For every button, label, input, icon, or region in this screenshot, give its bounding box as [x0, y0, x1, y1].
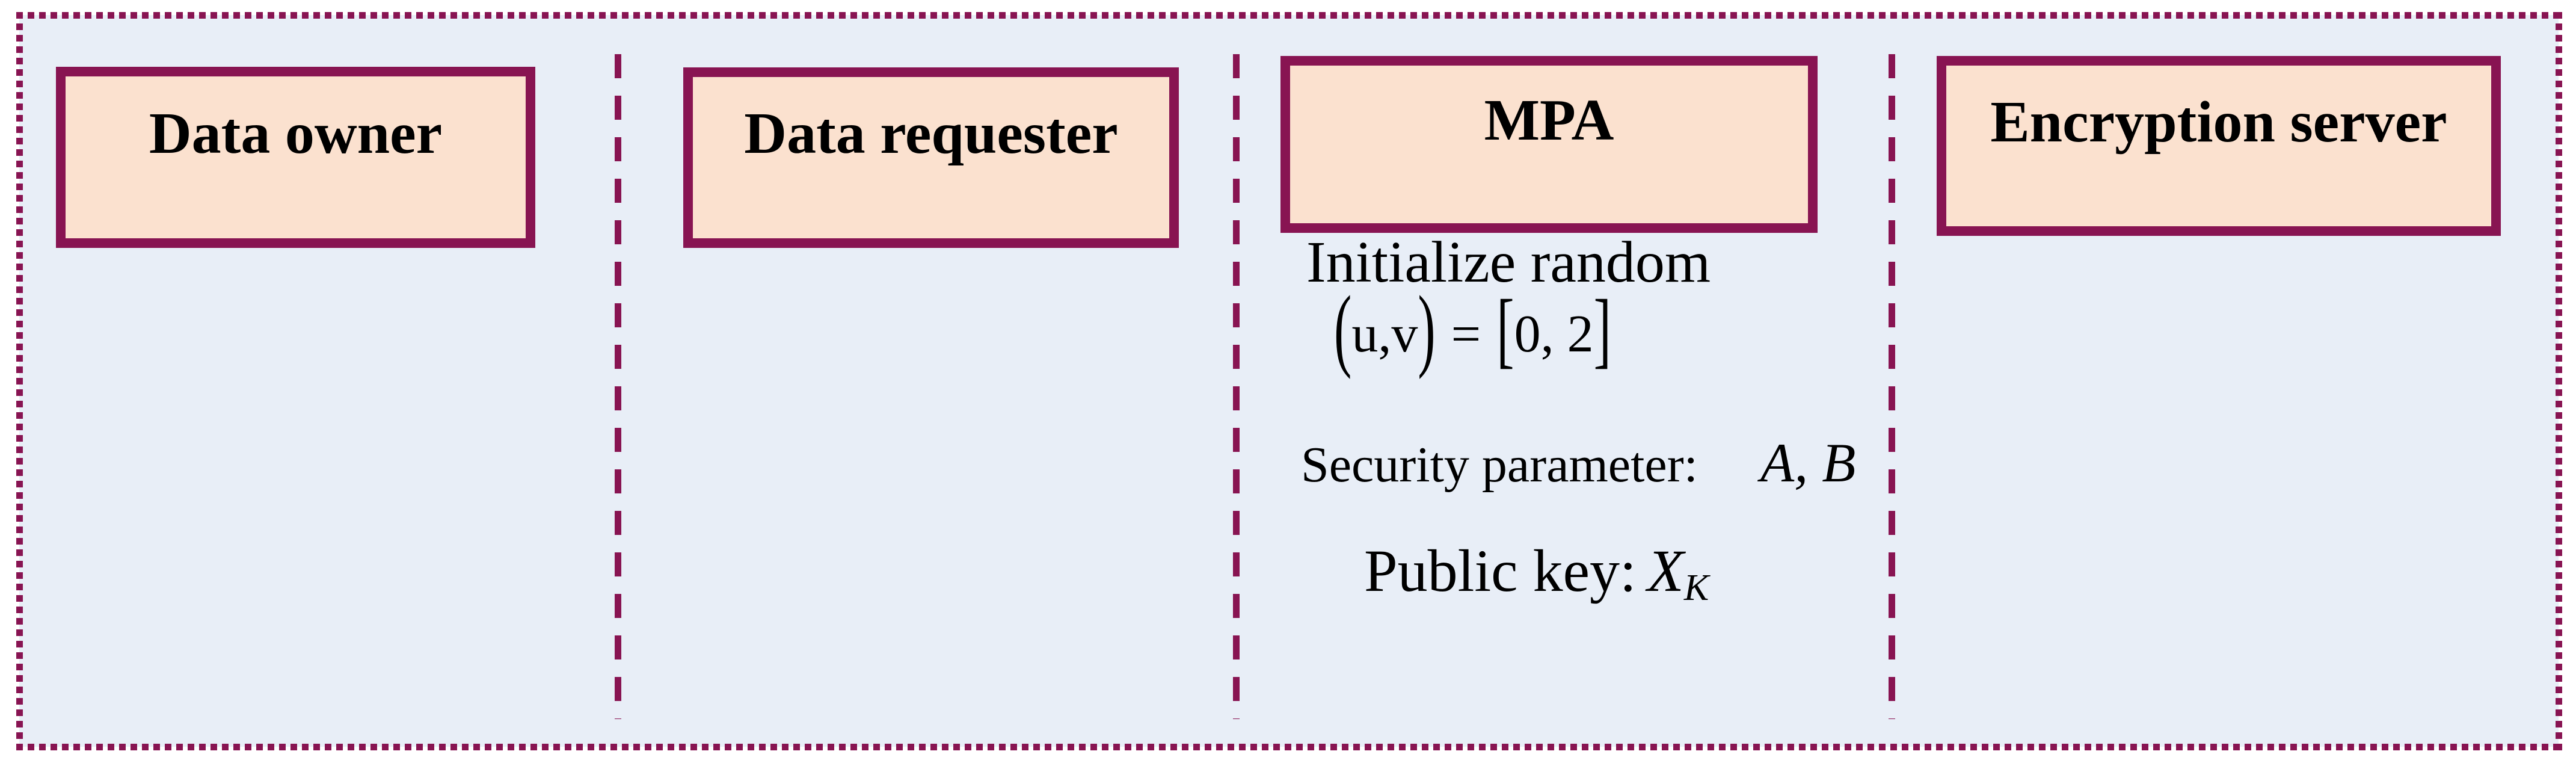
range-values: 0, 2	[1514, 305, 1594, 363]
right-paren: )	[1418, 278, 1436, 381]
actor-label-data-owner: Data owner	[149, 100, 443, 166]
left-bracket: [	[1496, 283, 1514, 377]
dotted-border-bottom	[16, 744, 2562, 750]
right-bracket: ]	[1593, 283, 1611, 377]
actor-box-data-owner: Data owner	[56, 67, 535, 248]
dotted-border-left	[16, 12, 23, 750]
dotted-border-top	[16, 12, 2562, 19]
uv-pair: u,v	[1351, 305, 1418, 363]
mpa-note-public-key: Public key:XK	[1364, 541, 1709, 607]
mpa-note-initialize-random: Initialize random	[1306, 233, 1711, 292]
mpa-note-security-parameter: Security parameter: A, B	[1301, 435, 1855, 490]
left-paren: (	[1334, 278, 1352, 381]
equals-sign: =	[1451, 305, 1481, 363]
actor-label-mpa: MPA	[1484, 88, 1614, 153]
actor-box-mpa: MPA	[1280, 56, 1818, 233]
actor-label-data-requester: Data requester	[744, 101, 1118, 166]
lane-divider-mpa-server	[1889, 54, 1895, 719]
public-key-label: Public key:	[1364, 537, 1637, 604]
lane-divider-owner-requester	[615, 54, 621, 719]
dotted-border-right	[2556, 12, 2562, 750]
security-parameter-value: A, B	[1760, 432, 1856, 493]
public-key-variable: XK	[1647, 537, 1709, 608]
security-parameter-label: Security parameter:	[1301, 437, 1698, 493]
actor-label-encryption-server: Encryption server	[1990, 89, 2447, 155]
actor-box-encryption-server: Encryption server	[1937, 56, 2501, 236]
initialize-random-text: Initialize random	[1306, 230, 1711, 295]
actor-box-data-requester: Data requester	[683, 67, 1179, 248]
public-key-subscript: K	[1683, 567, 1709, 608]
mpa-note-uv-formula: (u,v)=[0, 2]	[1334, 283, 1611, 375]
lane-divider-requester-mpa	[1233, 54, 1240, 719]
